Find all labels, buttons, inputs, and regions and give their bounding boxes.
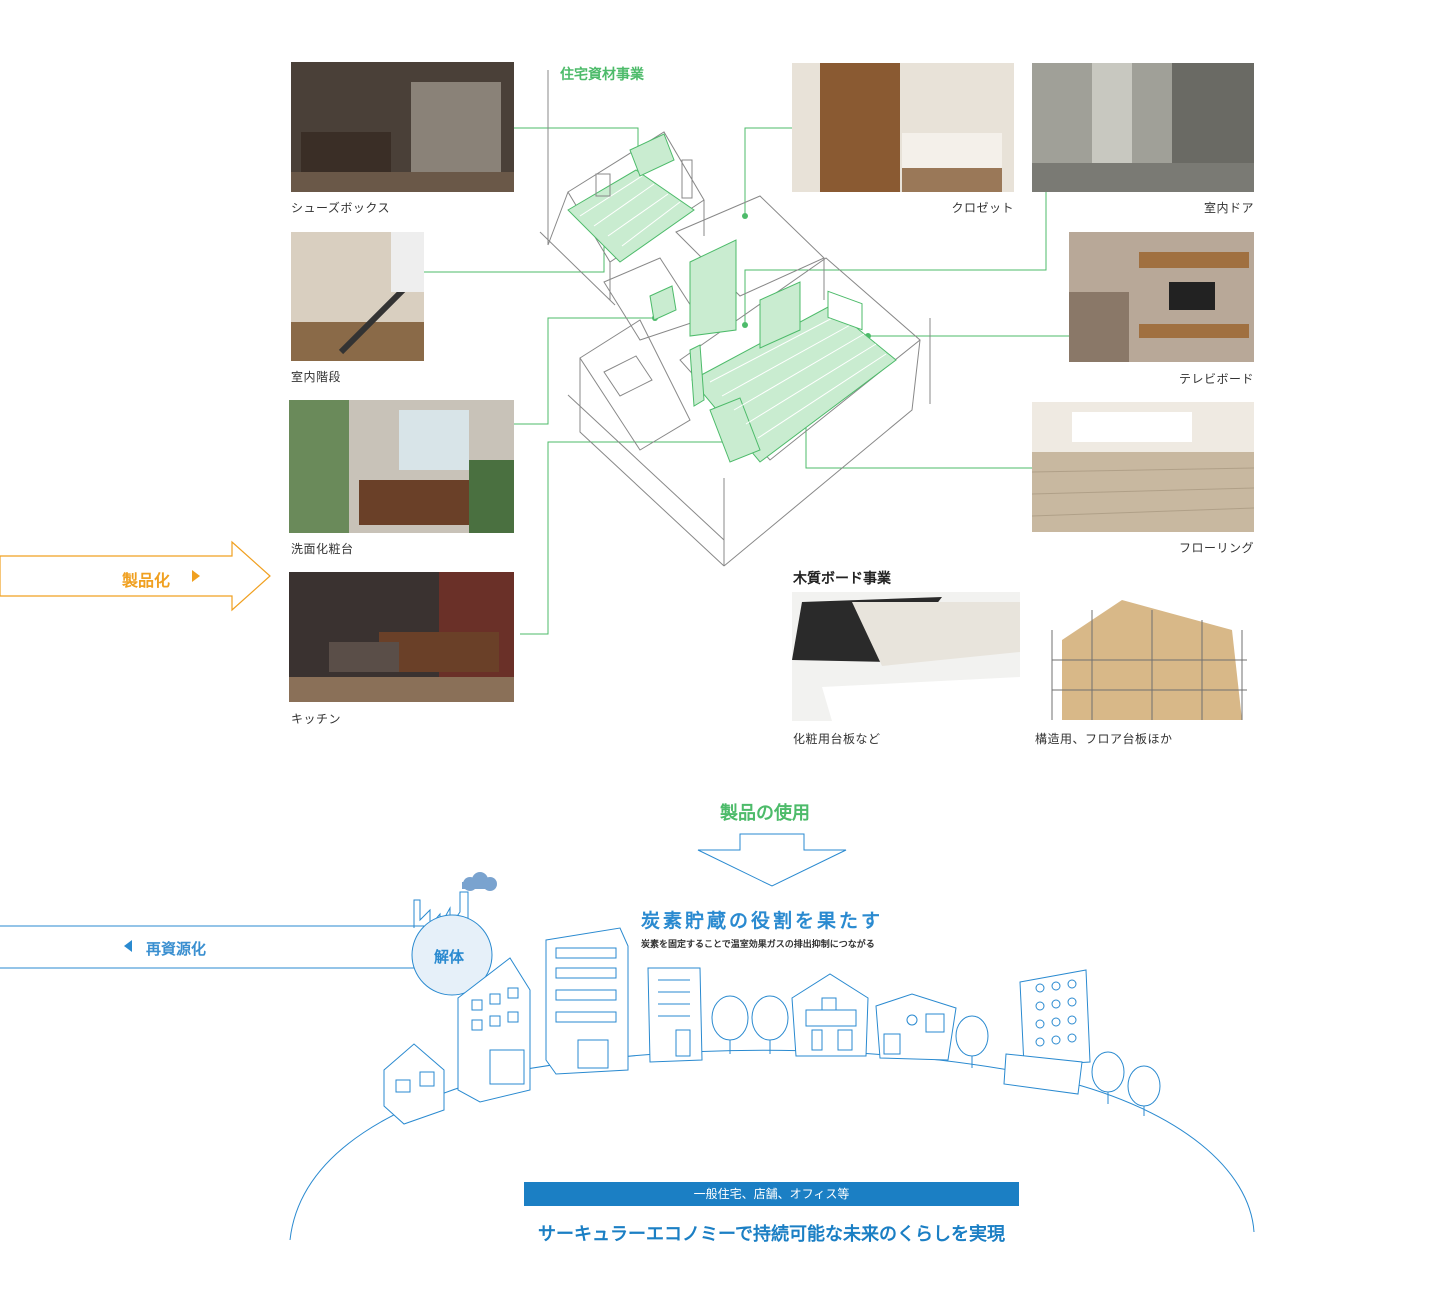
- stairs-photo: [291, 232, 424, 361]
- kitchen-photo: [289, 572, 514, 702]
- usage-label: 製品の使用: [720, 803, 810, 824]
- recycle-label: 再資源化: [146, 940, 207, 958]
- shoebox-photo: [291, 62, 514, 192]
- board-label: 構造用、フロア台板ほか: [1035, 732, 1173, 746]
- product-label: クロゼット: [951, 201, 1014, 215]
- carbon-title: 炭素貯蔵の役割を果たす: [641, 910, 884, 932]
- product-label: テレビボード: [1178, 372, 1254, 386]
- product-label: 室内階段: [291, 370, 342, 384]
- section-title-board: 木質ボード事業: [793, 571, 891, 587]
- product-label: フローリング: [1178, 541, 1254, 555]
- decorative-board-photo: [792, 592, 1020, 721]
- demolition-label: 解体: [434, 948, 465, 966]
- flooring-photo: [1032, 402, 1254, 532]
- building-types-bar: 一般住宅、店舗、オフィス等: [524, 1182, 1019, 1206]
- product-label: シューズボックス: [291, 201, 391, 215]
- productization-label: 製品化: [122, 571, 171, 590]
- tv-board-photo: [1069, 232, 1254, 362]
- product-label: 洗面化粧台: [291, 542, 354, 556]
- product-label: キッチン: [291, 712, 342, 726]
- interior-door-photo: [1032, 63, 1254, 192]
- board-label: 化粧用台板など: [793, 732, 881, 746]
- section-title-housing: 住宅資材事業: [560, 67, 644, 83]
- vanity-photo: [289, 400, 514, 533]
- vision-title: サーキュラーエコノミーで持続可能な未来のくらしを実現: [538, 1224, 1005, 1245]
- closet-photo: [792, 63, 1014, 192]
- carbon-subtitle: 炭素を固定することで温室効果ガスの排出抑制につながる: [641, 940, 875, 950]
- structural-board-photo: [1032, 590, 1254, 720]
- product-label: 室内ドア: [1203, 201, 1254, 215]
